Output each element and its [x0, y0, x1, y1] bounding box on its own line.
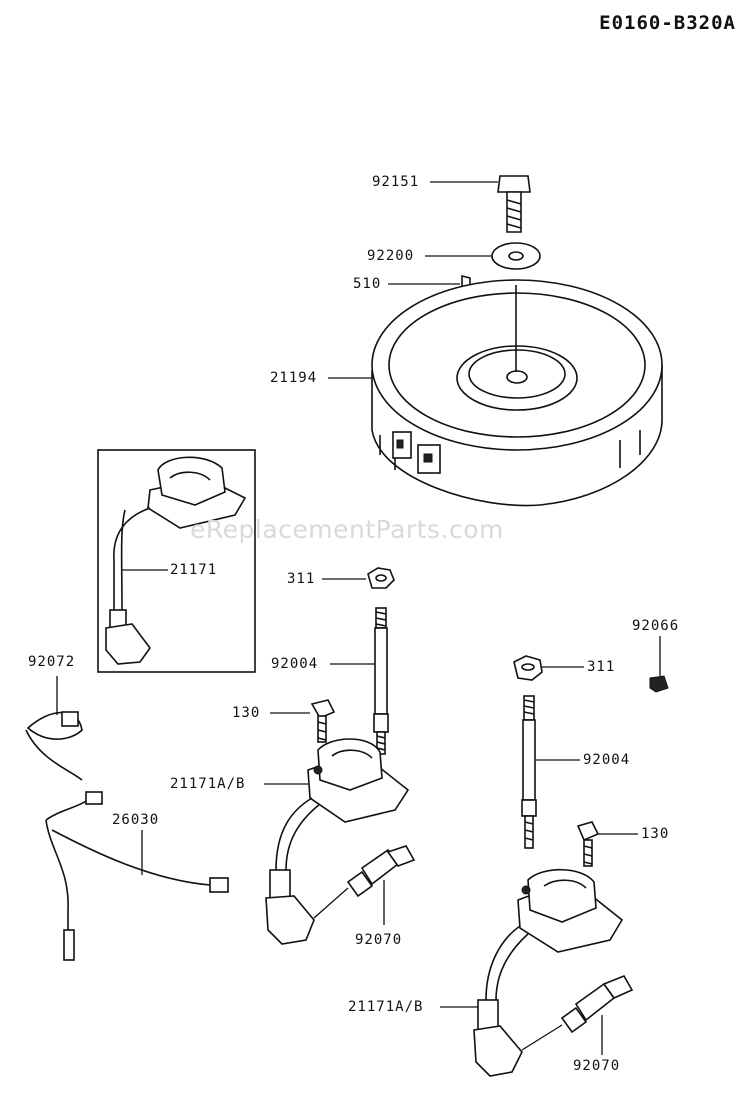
label-bolt-130-left[interactable]: 130 [232, 705, 261, 721]
band-92072-drawing [25, 676, 83, 781]
plug-92070-a-drawing [346, 845, 416, 925]
label-plug-92070-left[interactable]: 92070 [355, 932, 403, 948]
bolt-92151-drawing [430, 175, 531, 233]
label-key-510[interactable]: 510 [353, 276, 382, 292]
label-stud-92004-left[interactable]: 92004 [271, 656, 319, 672]
label-coil-21171[interactable]: 21171 [170, 562, 218, 578]
label-coil-21171ab-left[interactable]: 21171A/B [170, 776, 246, 792]
diagram-code: E0160-B320A [599, 12, 736, 34]
label-flywheel-21194[interactable]: 21194 [270, 370, 318, 386]
label-washer-92200[interactable]: 92200 [367, 248, 415, 264]
nut-92066-drawing [649, 636, 669, 693]
label-stud-92004-right[interactable]: 92004 [583, 752, 631, 768]
bolt-130-b-drawing [576, 821, 638, 867]
stud-92004-a-drawing [322, 567, 395, 755]
coil-21171ab-b-drawing [440, 869, 624, 1077]
watermark: eReplacementParts.com [190, 515, 504, 544]
plug-92070-b-drawing [560, 974, 634, 1055]
bolt-130-a-drawing [270, 699, 336, 743]
stud-92004-b-drawing [513, 655, 584, 849]
label-coil-21171ab-right[interactable]: 21171A/B [348, 999, 424, 1015]
label-bolt-92151[interactable]: 92151 [372, 174, 420, 190]
label-plug-92070-right[interactable]: 92070 [573, 1058, 621, 1074]
label-band-92072[interactable]: 92072 [28, 654, 76, 670]
coil-21171-drawing [97, 449, 256, 673]
coil-21171ab-a-drawing [264, 738, 410, 945]
label-bolt-130-right[interactable]: 130 [641, 826, 670, 842]
label-nut-92066[interactable]: 92066 [632, 618, 680, 634]
label-nut-311-upper[interactable]: 311 [287, 571, 316, 587]
label-nut-311-right[interactable]: 311 [587, 659, 616, 675]
flywheel-21194-drawing [328, 279, 663, 507]
label-lead-26030[interactable]: 26030 [112, 812, 160, 828]
washer-92200-drawing [425, 242, 541, 270]
lead-26030-drawing [45, 791, 229, 961]
